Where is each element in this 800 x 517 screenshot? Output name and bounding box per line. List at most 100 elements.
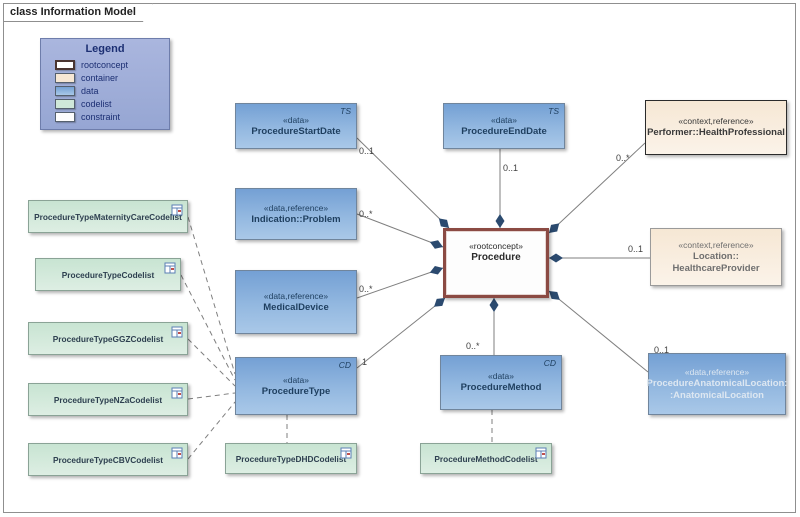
edge-type-maternitycodelist (187, 216, 236, 375)
node-procedure-start-date[interactable]: TS «data» ProcedureStartDate (235, 103, 357, 149)
legend-panel[interactable]: Legend rootconcept container data codeli… (40, 38, 170, 130)
node-indication-problem[interactable]: «data,reference» Indication::Problem (235, 188, 357, 240)
node-name: ProcedureAnatomicalLocation: (646, 377, 788, 389)
diamond-icon (549, 291, 560, 300)
node-name: ProcedureTypeDHDCodelist (235, 453, 347, 464)
legend-item-rootconcept: rootconcept (55, 60, 128, 70)
legend-item-constraint: constraint (55, 112, 120, 122)
edge-type-nzacodelist (187, 392, 236, 400)
codelist-table-icon (171, 447, 183, 459)
node-name: ProcedureTypeGGZCodelist (52, 333, 164, 344)
node-name: ProcedureStartDate (251, 125, 341, 137)
node-procedure[interactable]: «rootconcept» Procedure (443, 228, 549, 298)
datatype-tag: CD (338, 360, 351, 370)
codelist-table-icon (171, 204, 183, 216)
codelist-table-icon (535, 447, 547, 459)
stereotype: «data» (283, 114, 309, 125)
data-swatch (55, 86, 75, 96)
legend-label: container (81, 73, 119, 83)
stereotype: «data,reference» (263, 290, 329, 301)
constraint-swatch (55, 112, 75, 122)
node-name: ProcedureMethodCodelist (434, 453, 538, 464)
codelist-table-icon (340, 447, 352, 459)
legend-title: Legend (85, 43, 125, 55)
node-codelist-nza[interactable]: ProcedureTypeNZaCodelist (28, 383, 188, 416)
node-procedure-end-date[interactable]: TS «data» ProcedureEndDate (443, 103, 565, 149)
stereotype: «data,reference» (684, 366, 750, 377)
node-procedure-type[interactable]: CD «data» ProcedureType (235, 357, 357, 415)
legend-label: data (81, 86, 99, 96)
node-performer-health-professional[interactable]: «context,reference» Performer::HealthPro… (645, 100, 787, 155)
edge-procedure-startdate (356, 137, 450, 229)
edge-procedure-indication (356, 213, 444, 248)
multiplicity-medicaldevice: 0..* (359, 284, 373, 294)
frame-title-tab: class Information Model (3, 3, 153, 22)
stereotype: «data» (491, 114, 517, 125)
codelist-table-icon (164, 262, 176, 274)
node-name: Indication::Problem (251, 213, 341, 225)
multiplicity-startdate: 0..1 (359, 146, 375, 156)
multiplicity-proceduremethod: 0..* (466, 341, 480, 351)
container-swatch (55, 73, 75, 83)
node-codelist-proceduretype[interactable]: ProcedureTypeCodelist (35, 258, 181, 291)
datatype-tag: TS (548, 106, 559, 116)
dependency-lines (180, 216, 493, 460)
node-name: ProcedureTypeNZaCodelist (53, 394, 163, 405)
codelist-table-icon (171, 326, 183, 338)
stereotype: «data» (488, 371, 514, 381)
diamond-icon (429, 240, 443, 249)
edge-type-cbvcodelist (187, 401, 236, 460)
stereotype: «context,reference» (678, 116, 754, 126)
diamond-icon (429, 266, 443, 275)
legend-item-data: data (55, 86, 99, 96)
edge-procedure-performer (548, 142, 646, 234)
frame-title: class Information Model (10, 6, 136, 18)
diamond-icon (495, 214, 505, 228)
diagram-frame (3, 3, 796, 513)
legend-item-container: container (55, 73, 118, 83)
node-codelist-dhd[interactable]: ProcedureTypeDHDCodelist (225, 443, 357, 474)
node-name: ProcedureTypeMaternityCareCodelist (34, 211, 182, 222)
stereotype: «data,reference» (263, 202, 329, 213)
node-codelist-cbv[interactable]: ProcedureTypeCBVCodelist (28, 443, 188, 476)
node-medical-device[interactable]: «data,reference» MedicalDevice (235, 270, 357, 334)
node-procedure-method[interactable]: CD «data» ProcedureMethod (440, 355, 562, 410)
edge-procedure-anatomicallocation (548, 290, 649, 373)
node-name: Location:: (693, 250, 739, 262)
node-procedure-anatomical-location[interactable]: «data,reference» ProcedureAnatomicalLoca… (646, 353, 788, 415)
multiplicity-indication: 0..* (359, 209, 373, 219)
multiplicity-anatomicallocation: 0..1 (654, 345, 670, 355)
diamond-icon (549, 223, 560, 233)
node-name: ProcedureEndDate (461, 125, 547, 137)
node-codelist-method[interactable]: ProcedureMethodCodelist (420, 443, 552, 474)
legend-label: codelist (81, 99, 112, 109)
legend-item-codelist: codelist (55, 99, 112, 109)
node-name: :AnatomicalLocation (670, 389, 764, 401)
codelist-swatch (55, 99, 75, 109)
association-lines (356, 137, 650, 373)
node-codelist-ggz[interactable]: ProcedureTypeGGZCodelist (28, 322, 188, 355)
edge-procedure-medicaldevice (356, 267, 444, 299)
node-name: ProcedureTypeCodelist (61, 269, 155, 280)
diamond-icon (549, 253, 563, 263)
multiplicity-performer: 0..* (616, 153, 630, 163)
rootconcept-swatch (55, 60, 75, 70)
node-location-healthcare-provider[interactable]: «context,reference» Location:: Healthcar… (650, 228, 782, 286)
codelist-table-icon (171, 387, 183, 399)
stereotype: «context,reference» (678, 239, 754, 250)
edge-type-typecodelist (180, 274, 236, 381)
node-name: ProcedureMethod (460, 382, 542, 393)
node-name: Procedure (471, 252, 521, 263)
node-name: MedicalDevice (263, 301, 329, 313)
node-name: HealthcareProvider (672, 262, 760, 274)
datatype-tag: TS (340, 106, 351, 116)
legend-label: rootconcept (81, 60, 129, 70)
diamond-icon (438, 218, 449, 228)
node-codelist-maternitycare[interactable]: ProcedureTypeMaternityCareCodelist (28, 200, 188, 233)
diamond-icon (489, 298, 499, 312)
legend-label: constraint (81, 112, 121, 122)
multiplicity-proceduretype: 1 (362, 357, 368, 367)
multiplicity-enddate: 0..1 (503, 163, 519, 173)
